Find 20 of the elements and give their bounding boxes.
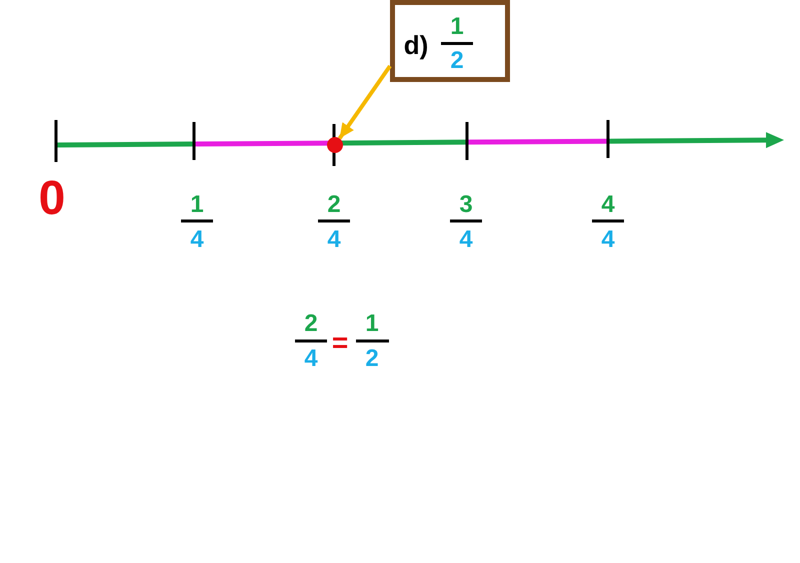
fraction-numerator: 4	[601, 193, 615, 217]
fraction-numerator: 1	[190, 193, 204, 217]
fraction-denominator: 2	[450, 49, 464, 73]
zero-label: 0	[38, 175, 66, 223]
answer-box	[390, 0, 510, 82]
fraction-denominator: 4	[327, 228, 341, 252]
fraction-numerator: 2	[327, 193, 341, 217]
fraction-denominator: 4	[190, 228, 204, 252]
fraction-denominator: 4	[459, 228, 473, 252]
arrow	[338, 64, 392, 140]
equals-sign: =	[332, 329, 348, 357]
fraction-numerator: 1	[450, 15, 464, 39]
item-letter: d)	[404, 32, 428, 58]
fraction-numerator: 3	[459, 193, 473, 217]
fraction-numerator: 2	[304, 312, 318, 336]
point-marker	[327, 137, 343, 153]
fraction-denominator: 4	[304, 347, 318, 371]
fraction-numerator: 1	[365, 312, 379, 336]
fraction-denominator: 4	[601, 228, 615, 252]
fraction-denominator: 2	[365, 347, 379, 371]
